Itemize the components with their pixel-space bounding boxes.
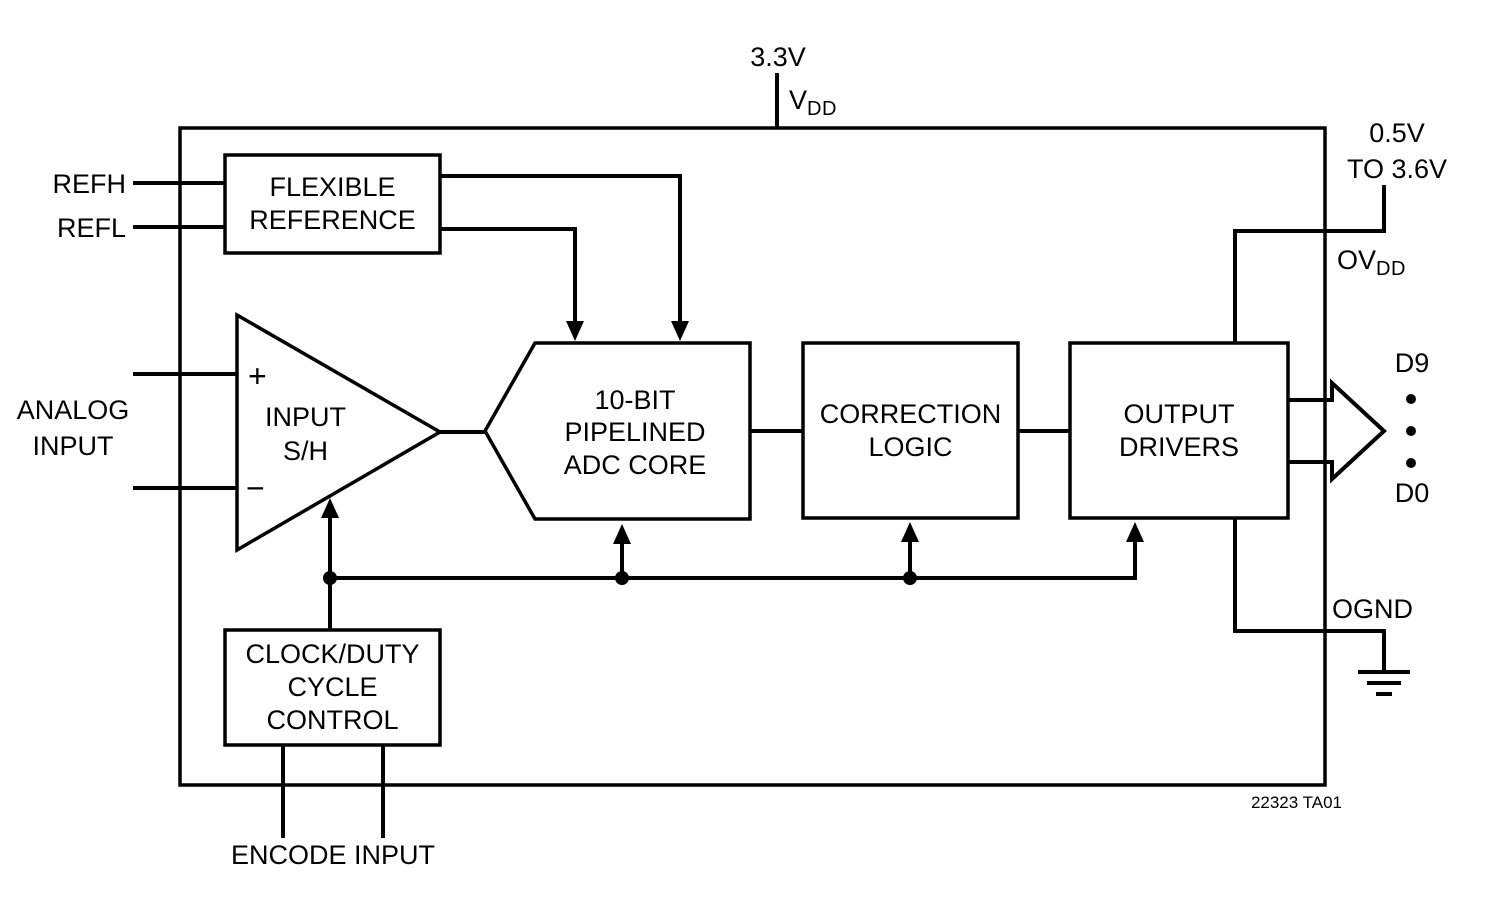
bus-ellipsis-dot-1 [1406, 394, 1416, 404]
input-sh-triangle [235, 311, 444, 554]
adc-core-shape [482, 341, 752, 521]
bus-ellipsis-dot-2 [1406, 426, 1416, 436]
sh-minus-sign: − [246, 470, 265, 506]
vdd-pin-base: V [789, 85, 808, 115]
refh-pin-label: REFH [52, 169, 127, 199]
junction-dot-2 [615, 571, 629, 585]
correction-logic-label: CORRECTION LOGIC [819, 398, 1002, 462]
vdd-pin-sub: DD [807, 98, 837, 120]
ovdd-pin-base: OV [1337, 245, 1377, 275]
chip-boundary [178, 126, 1327, 787]
d9-pin-label: D9 [1394, 348, 1430, 378]
encode-input-label: ENCODE INPUT [230, 840, 436, 870]
bus-ellipsis-dot-3 [1406, 458, 1416, 468]
ref-to-adc-wire-1 [440, 174, 682, 322]
ovdd-pin-label: OVDD [1337, 244, 1406, 282]
junction-dot-3 [903, 571, 917, 585]
output-bus-arrow [1288, 378, 1387, 484]
ovdd-range-label: 0.5V TO 3.6V [1346, 118, 1448, 184]
arrowhead-up-correction [901, 522, 919, 542]
arrowhead-up-sh [321, 498, 339, 518]
correction-logic-box [801, 341, 1020, 520]
flexible-reference-label: FLEXIBLE REFERENCE [249, 172, 416, 235]
adc-core-label: 10-BIT PIPELINED ADC CORE [563, 385, 707, 480]
arrowhead-up-output [1126, 522, 1144, 542]
arrowhead-down-ref1 [671, 321, 689, 341]
clock-control-label: CLOCK/DUTY CYCLE CONTROL [245, 639, 420, 735]
output-drivers-label: OUTPUT DRIVERS [1118, 398, 1240, 462]
ref-to-adc-wire-2 [440, 227, 577, 322]
ognd-wire [1233, 516, 1386, 672]
output-drivers-box [1068, 341, 1290, 520]
figure-id-label: 22323 TA01 [1250, 793, 1342, 812]
arrowhead-down-ref2 [566, 321, 584, 341]
input-sh-label: INPUT S/H [265, 402, 346, 466]
ovdd-wire [1233, 185, 1386, 345]
arrowhead-up-adc [613, 524, 631, 544]
junction-dot-1 [323, 571, 337, 585]
ovdd-pin-sub: DD [1376, 258, 1406, 280]
sh-plus-sign: + [248, 358, 267, 394]
vdd-pin-label: VDD [789, 84, 837, 122]
ognd-pin-label: OGND [1332, 594, 1413, 624]
d0-pin-label: D0 [1394, 478, 1430, 508]
vdd-voltage-label: 3.3V [750, 42, 806, 72]
analog-input-label: ANALOG INPUT [16, 395, 130, 462]
flexible-reference-box [223, 153, 442, 255]
clock-bus-wire [330, 540, 1137, 580]
refl-pin-label: REFL [56, 213, 126, 243]
clock-control-box [223, 628, 442, 747]
